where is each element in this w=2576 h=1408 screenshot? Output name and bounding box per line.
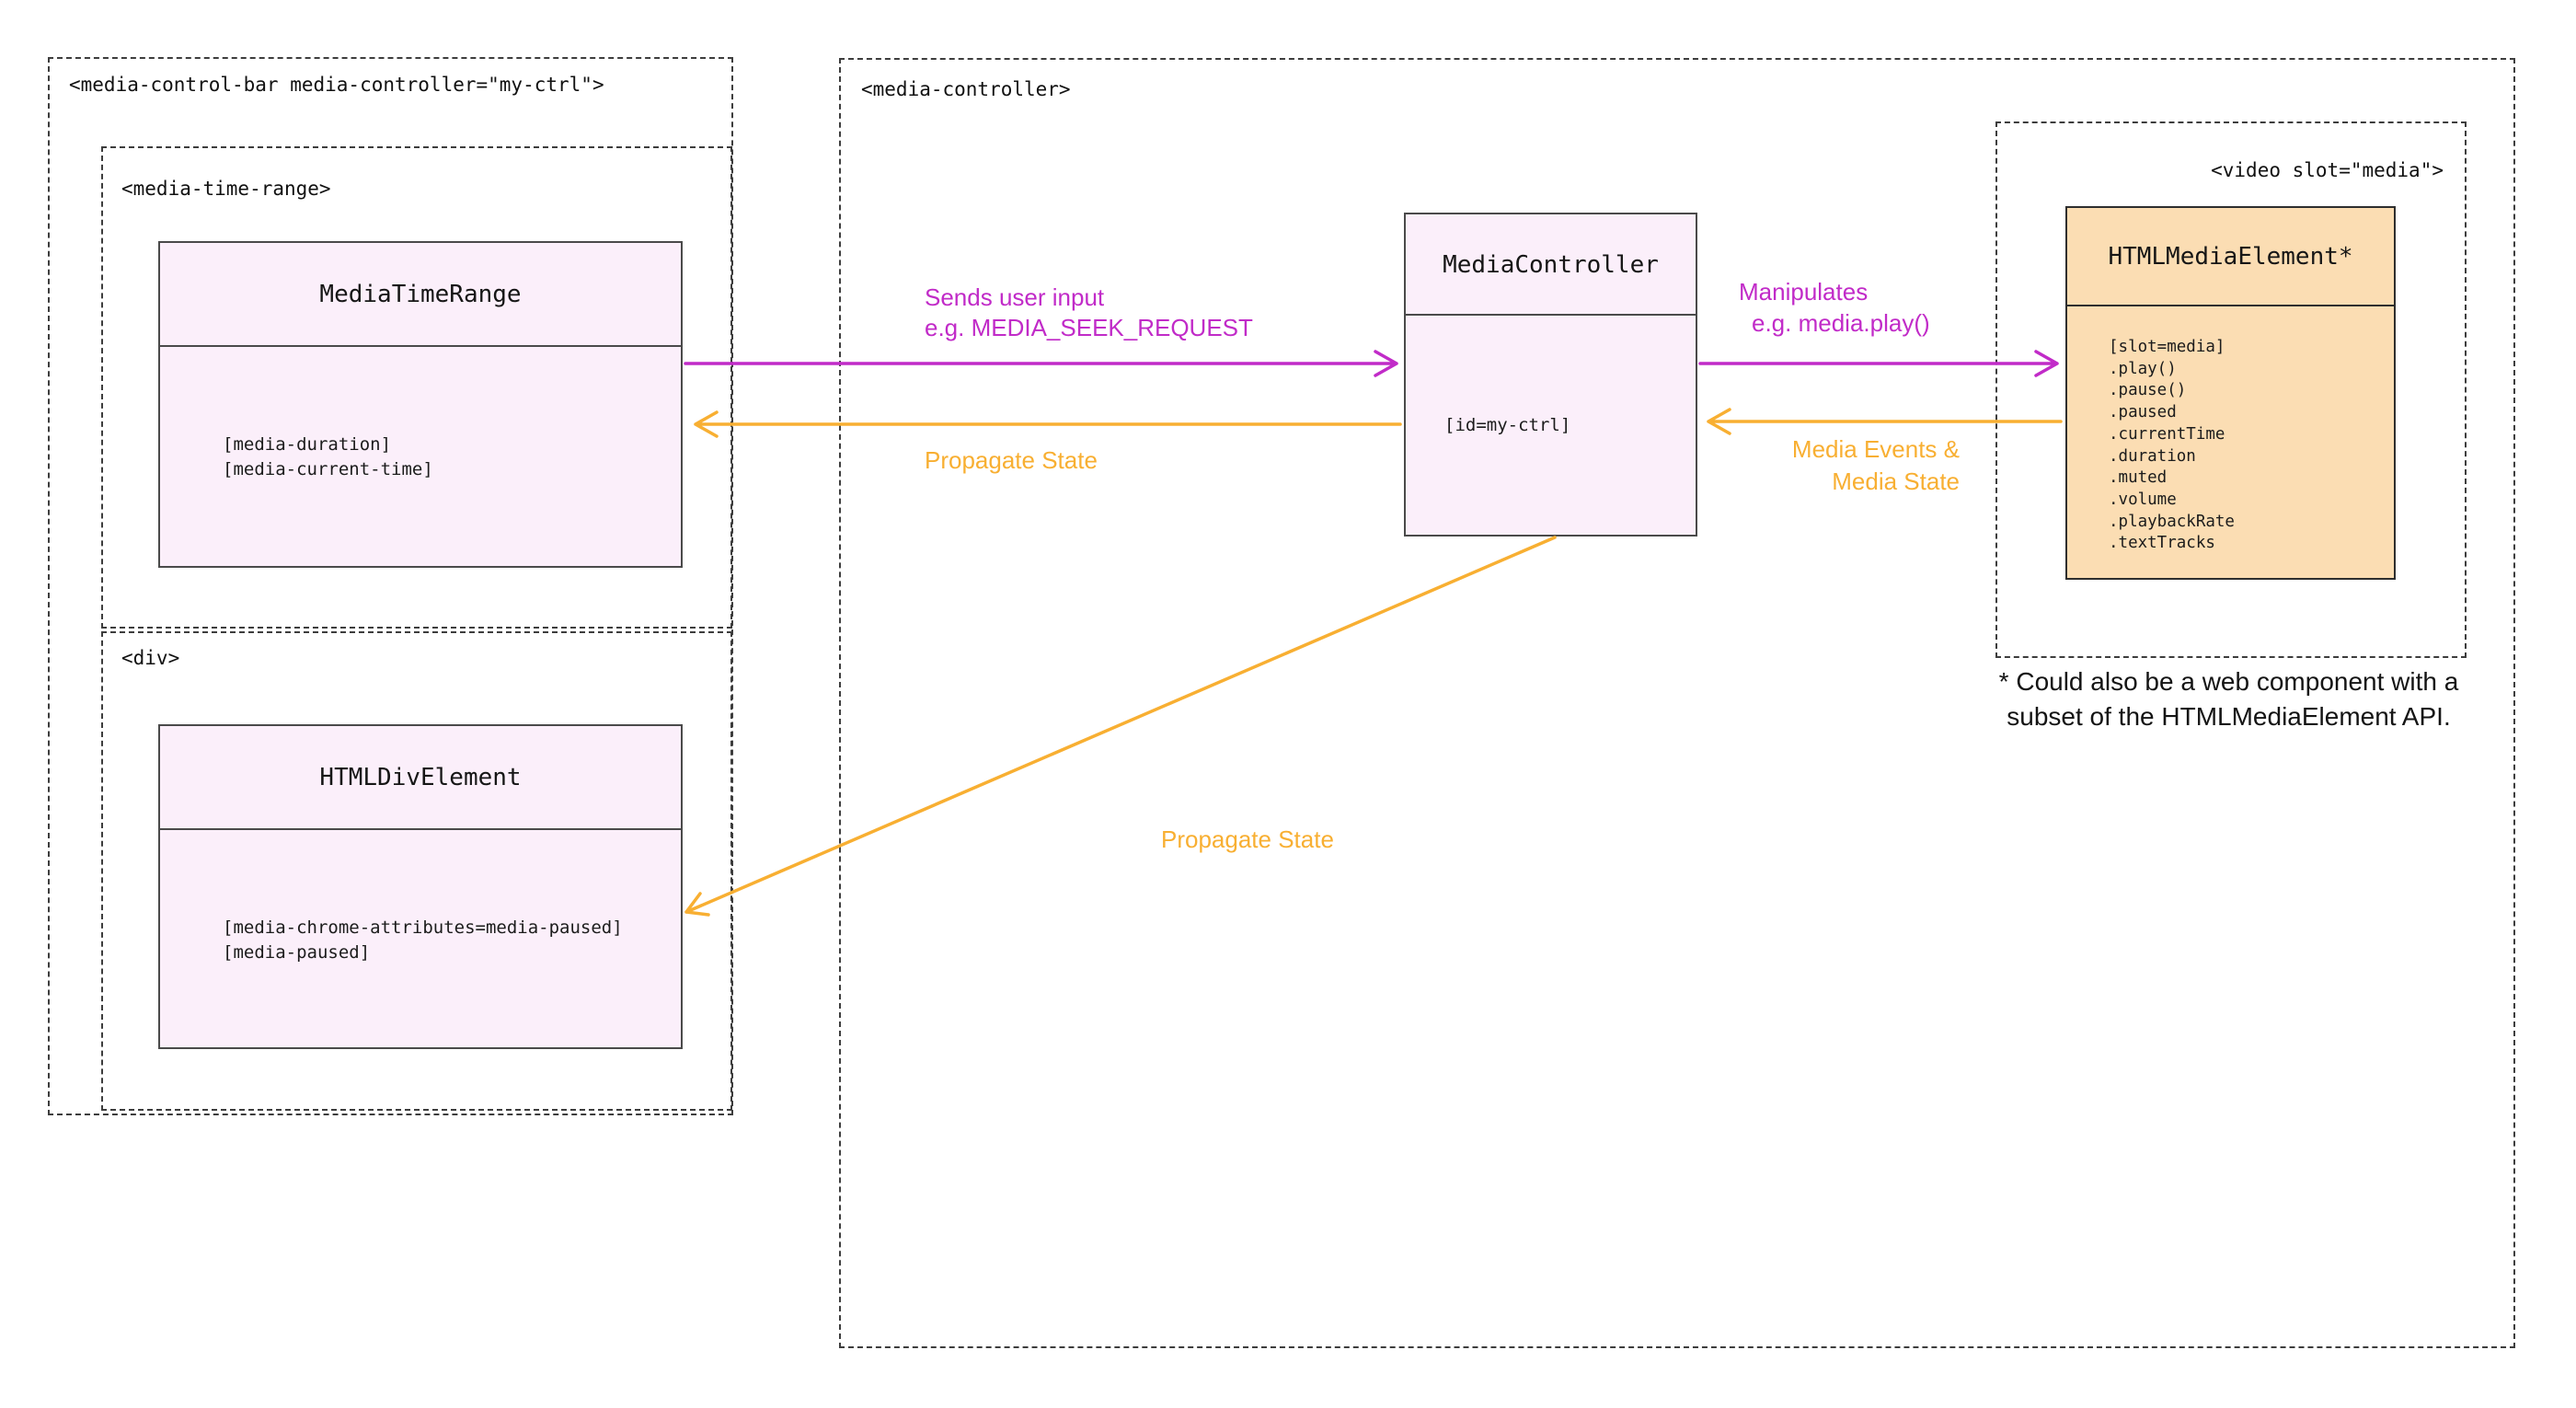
media-controller-class-title: MediaController xyxy=(1406,214,1696,316)
sends-user-input-label-line1: Sends user input xyxy=(925,283,1105,311)
footnote-line-1: * Could also be a web component with a xyxy=(1998,667,2459,696)
media-events-label-line2: Media State xyxy=(1832,467,1960,495)
media-controller-label: <media-controller> xyxy=(861,78,1071,100)
media-controller-class-members: [id=my-ctrl] xyxy=(1444,415,1571,435)
media-time-range-class-title: MediaTimeRange xyxy=(160,243,681,347)
media-controller-class-box: MediaController [id=my-ctrl] xyxy=(1404,213,1697,537)
footnote: * Could also be a web component with a su… xyxy=(1978,664,2479,734)
html-media-element-class-members: [slot=media].play().pause().paused.curre… xyxy=(2109,338,2235,553)
media-time-range-class-members: [media-duration][media-current-time] xyxy=(223,434,433,479)
manipulates-label-line1: Manipulates xyxy=(1739,278,1869,306)
media-time-range-label: <media-time-range> xyxy=(121,178,331,200)
html-media-element-class-title: HTMLMediaElement* xyxy=(2067,208,2394,306)
html-div-element-class-title: HTMLDivElement xyxy=(160,726,681,830)
propagate-state-left-label: Propagate State xyxy=(925,446,1098,474)
div-label: <div> xyxy=(121,647,180,669)
manipulates-label-line2: e.g. media.play() xyxy=(1752,309,1930,337)
media-events-label-line1: Media Events & xyxy=(1791,435,1960,463)
html-media-element-class-box: HTMLMediaElement* [slot=media].play().pa… xyxy=(2065,206,2396,580)
media-time-range-dotted-box xyxy=(101,146,732,629)
video-slot-dotted-box xyxy=(1995,121,2467,658)
propagate-state-diagonal-label: Propagate State xyxy=(1161,825,1334,853)
video-slot-label: <video slot="media"> xyxy=(2211,159,2444,181)
sends-user-input-label-line2: e.g. MEDIA_SEEK_REQUEST xyxy=(925,314,1253,341)
html-div-element-class-members: [media-chrome-attributes=media-paused][m… xyxy=(223,918,623,963)
footnote-line-2: subset of the HTMLMediaElement API. xyxy=(2007,702,2451,731)
media-control-bar-label: <media-control-bar media-controller="my-… xyxy=(69,74,604,96)
media-time-range-class-box: MediaTimeRange [media-duration][media-cu… xyxy=(158,241,683,568)
html-div-element-class-box: HTMLDivElement [media-chrome-attributes=… xyxy=(158,724,683,1049)
